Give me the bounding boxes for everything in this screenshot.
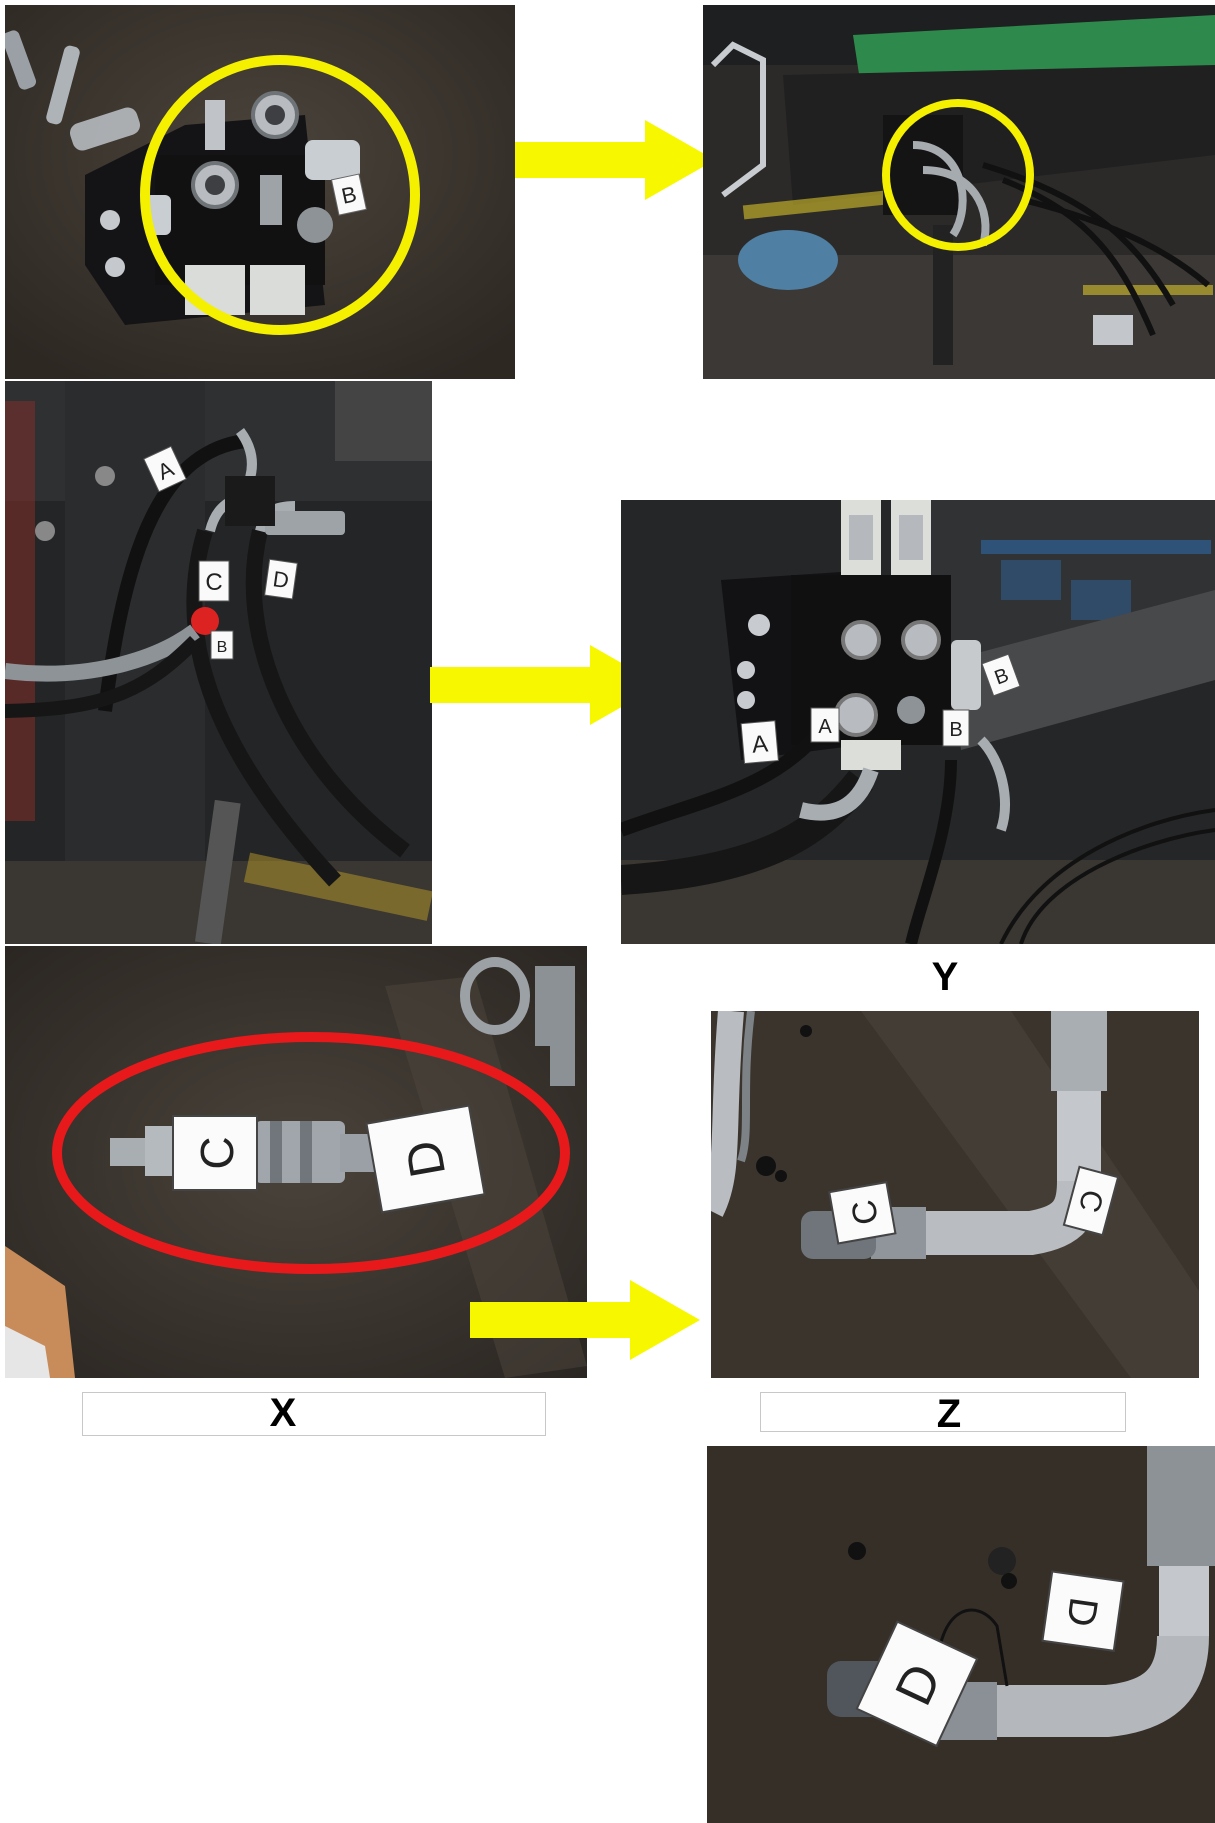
photo-valve-front: A A B B (621, 500, 1215, 944)
photo-coupler-cd: C D (5, 946, 587, 1378)
photo-c-connection: C C (711, 1011, 1199, 1378)
photo-valve-front-illustration: A A B B (621, 500, 1215, 944)
tag-label: A (751, 730, 769, 758)
caption-y: Y (931, 955, 959, 999)
photo-hoses-tagged: A C D B (5, 381, 432, 944)
tag-label: B (949, 719, 962, 741)
caption-x: X (269, 1391, 297, 1435)
tag-label: B (339, 181, 359, 209)
highlight-circle (140, 55, 420, 335)
photo-d-connection-illustration: D D (707, 1446, 1215, 1823)
caption-z: Z (936, 1392, 962, 1436)
tag-label: A (818, 716, 832, 738)
tag-label: C (205, 569, 222, 596)
tag-label: C (191, 1136, 243, 1169)
arrow-right-icon (515, 120, 715, 200)
caption-box-z (760, 1392, 1126, 1432)
photo-machine-mount-illustration (703, 5, 1215, 379)
photo-valve-block-floor-illustration: B (5, 5, 515, 379)
tag-label: D (1058, 1595, 1106, 1630)
arrow-right-icon (470, 1280, 700, 1360)
arrow-right-icon (430, 645, 660, 725)
highlight-ellipse (52, 1032, 570, 1274)
tag-label: B (217, 639, 228, 656)
photo-c-connection-illustration: C C (711, 1011, 1199, 1378)
photo-d-connection: D D (707, 1446, 1215, 1823)
highlight-circle (882, 99, 1034, 251)
photo-valve-block-floor: B (5, 5, 515, 379)
photo-hoses-tagged-illustration: A C D B (5, 381, 432, 944)
tag-label: D (271, 566, 290, 593)
photo-coupler-cd-illustration: C D (5, 946, 587, 1378)
caption-box-x (82, 1392, 546, 1436)
photo-machine-mount (703, 5, 1215, 379)
